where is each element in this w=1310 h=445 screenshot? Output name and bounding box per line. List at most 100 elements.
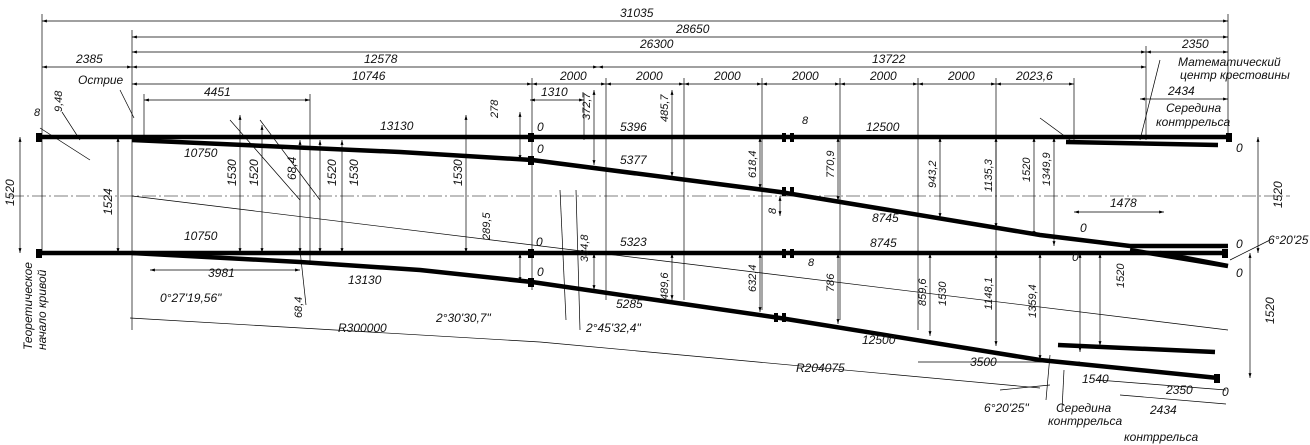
v-10750: 10750 bbox=[184, 146, 218, 160]
v-1520-e: 1520 bbox=[1271, 181, 1285, 208]
label-tip: Острие bbox=[78, 73, 124, 87]
gauge-dimensions bbox=[18, 90, 1260, 378]
dim-28650: 28650 bbox=[675, 22, 710, 36]
dim-1310: 1310 bbox=[541, 85, 568, 99]
dim-13722: 13722 bbox=[872, 52, 906, 66]
v-1530-c: 1530 bbox=[451, 159, 465, 186]
dim-2000-2: 2000 bbox=[635, 69, 663, 83]
v-1520-d: 1520 bbox=[1021, 157, 1033, 182]
v-632-4: 632,4 bbox=[747, 264, 759, 292]
v-859-6: 859,6 bbox=[917, 278, 929, 306]
v-5377: 5377 bbox=[620, 153, 648, 167]
v-0j: 0 bbox=[1222, 385, 1229, 399]
v-10750-b: 10750 bbox=[184, 229, 218, 243]
diverging-axis bbox=[131, 195, 1229, 331]
diverging-rail-inner bbox=[131, 137, 1228, 249]
v-8745-a: 8745 bbox=[872, 211, 899, 225]
dim-2023-6: 2023,6 bbox=[1015, 69, 1053, 83]
v-278: 278 bbox=[489, 99, 501, 119]
v-12500-b: 12500 bbox=[862, 333, 896, 347]
v-0i: 0 bbox=[537, 265, 544, 279]
v-1520-b: 1520 bbox=[247, 159, 261, 186]
label-math-center-2: центр крестовины bbox=[1180, 68, 1290, 82]
v-8745-b: 8745 bbox=[870, 236, 897, 250]
v-12500: 12500 bbox=[866, 120, 900, 134]
label-r300000: R300000 bbox=[338, 321, 387, 335]
dim-2000-6: 2000 bbox=[947, 69, 975, 83]
overall-dimensions: 31035 28650 26300 2350 2385 12578 13722 … bbox=[42, 6, 1228, 102]
v-1520-f: 1520 bbox=[1115, 263, 1127, 288]
v-13130-b: 13130 bbox=[348, 273, 382, 287]
dim-31035: 31035 bbox=[620, 6, 654, 20]
guard-rail-bottom bbox=[1057, 342, 1216, 355]
v-68-4: 68,4 bbox=[285, 156, 299, 180]
v-372-7: 372,7 bbox=[581, 92, 593, 120]
v-489-6: 489,6 bbox=[659, 272, 671, 300]
v-1530-d: 1530 bbox=[937, 281, 949, 306]
dim-2000-4: 2000 bbox=[791, 69, 819, 83]
v-0f: 0 bbox=[536, 235, 543, 249]
v-1349-9: 1349,9 bbox=[1041, 152, 1053, 186]
v-8d: 8 bbox=[808, 257, 815, 269]
dim-2434: 2434 bbox=[1167, 84, 1195, 98]
v-8c: 8 bbox=[767, 207, 779, 214]
dim-2000-1: 2000 bbox=[559, 69, 587, 83]
v-770-9: 770,9 bbox=[825, 150, 837, 178]
label-r204075: R204075 bbox=[796, 361, 845, 375]
label-angle-4: 6°20'25" bbox=[984, 401, 1029, 415]
v-1148-1: 1148,1 bbox=[983, 277, 995, 310]
label-mid-guard-2: контррельса bbox=[1156, 115, 1231, 129]
v-0a: 0 bbox=[537, 120, 544, 134]
v-1359-4: 1359,4 bbox=[1027, 284, 1039, 318]
v-943-2: 943,2 bbox=[927, 160, 939, 188]
v-8a: 8 bbox=[34, 107, 41, 119]
label-math-center-1: Математический bbox=[1178, 55, 1281, 69]
v-5323: 5323 bbox=[620, 235, 647, 249]
dim-2000-3: 2000 bbox=[713, 69, 741, 83]
dim-4451: 4451 bbox=[204, 85, 231, 99]
v-384-8: 384,8 bbox=[579, 234, 591, 262]
label-angle-3: 2°45'32,4" bbox=[585, 321, 641, 335]
v-289-5: 289,5 bbox=[481, 212, 493, 241]
dim-26300: 26300 bbox=[639, 37, 674, 51]
v-618-4: 618,4 bbox=[747, 150, 759, 178]
dim-3981: 3981 bbox=[208, 266, 235, 280]
v-1530-b: 1530 bbox=[347, 159, 361, 186]
v-0g: 0 bbox=[1072, 250, 1079, 264]
v-0b: 0 bbox=[537, 142, 544, 156]
v-1520-g: 1520 bbox=[1263, 297, 1277, 324]
leaders bbox=[39, 59, 1271, 411]
dim-1540: 1540 bbox=[1082, 372, 1109, 386]
v-0c: 0 bbox=[1236, 141, 1243, 155]
v-1135-3: 1135,3 bbox=[983, 158, 995, 192]
v-0h: 0 bbox=[1236, 266, 1243, 280]
label-mid-guard-b1: Середина bbox=[1056, 401, 1111, 415]
v-1524: 1524 bbox=[101, 188, 115, 215]
v-0d: 0 bbox=[1080, 221, 1087, 235]
dim-2350-b: 2350 bbox=[1165, 383, 1193, 397]
dim-3500: 3500 bbox=[970, 355, 997, 369]
dim-2434-b: 2434 bbox=[1149, 403, 1177, 417]
v-68-4-b: 68,4 bbox=[293, 297, 305, 318]
dim-2385: 2385 bbox=[75, 52, 103, 66]
v-1520-c: 1520 bbox=[325, 159, 339, 186]
frog bbox=[1129, 247, 1229, 269]
label-theor-start-2: начало кривой bbox=[35, 269, 49, 350]
joints bbox=[36, 133, 1232, 383]
annotations: Острие Математический центр крестовины С… bbox=[21, 55, 1309, 444]
label-angle-1: 0°27'19,56" bbox=[160, 291, 222, 305]
guard-rail-top bbox=[1065, 139, 1219, 148]
label-angle-5: 6°20'25 bbox=[1268, 233, 1309, 247]
label-mid-guard-c: контррельса bbox=[1124, 430, 1199, 444]
dim-10746: 10746 bbox=[352, 69, 386, 83]
v-13130: 13130 bbox=[380, 119, 414, 133]
v-786: 786 bbox=[825, 273, 837, 292]
dim-1478: 1478 bbox=[1110, 196, 1137, 210]
label-theor-start-1: Теоретическое bbox=[21, 262, 35, 350]
label-mid-guard-b2: контррельса bbox=[1048, 414, 1123, 428]
v-485-7: 485,7 bbox=[659, 94, 671, 122]
v-8b: 8 bbox=[802, 115, 809, 127]
v-5285: 5285 bbox=[616, 297, 643, 311]
v-9-48: 9,48 bbox=[53, 90, 65, 112]
